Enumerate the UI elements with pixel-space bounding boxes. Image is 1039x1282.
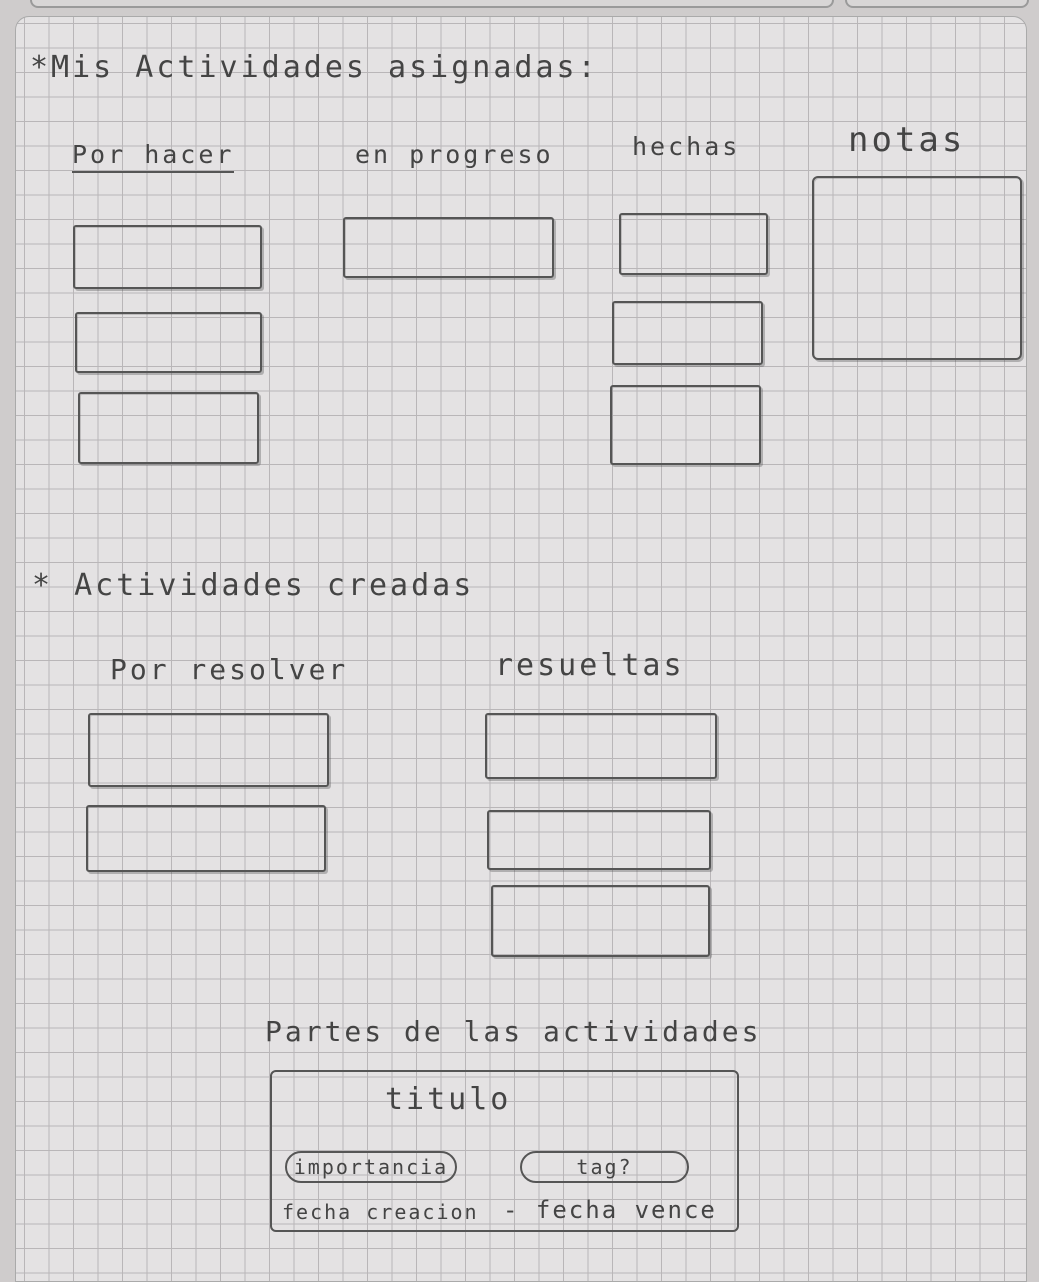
notes-label: notas bbox=[848, 120, 966, 160]
done-activity-card[interactable] bbox=[619, 213, 768, 275]
in-progress-activity-card[interactable] bbox=[343, 217, 554, 278]
resolved-activity-card[interactable] bbox=[491, 885, 710, 957]
done-activity-card[interactable] bbox=[610, 385, 761, 465]
due-date-label: - fecha vence bbox=[503, 1196, 717, 1224]
tab-resueltas[interactable]: resueltas bbox=[495, 648, 685, 683]
parts-section-title: Partes de las actividades bbox=[265, 1015, 762, 1048]
tag-badge: tag? bbox=[520, 1151, 689, 1183]
todo-activity-card[interactable] bbox=[73, 225, 262, 289]
notebook-edge bbox=[845, 0, 1029, 8]
tab-en-progreso[interactable]: en progreso bbox=[355, 140, 554, 169]
notes-panel[interactable] bbox=[812, 176, 1022, 360]
tab-por-hacer[interactable]: Por hacer bbox=[72, 140, 235, 173]
importance-badge: importancia bbox=[285, 1151, 457, 1183]
resolved-activity-card[interactable] bbox=[487, 810, 711, 870]
activity-card-anatomy bbox=[270, 1070, 739, 1232]
notebook-edge bbox=[30, 0, 834, 8]
todo-activity-card[interactable] bbox=[78, 392, 259, 464]
resolved-activity-card[interactable] bbox=[485, 713, 717, 779]
created-section-title: * Actividades creadas bbox=[32, 568, 475, 603]
creation-date-label: fecha creacion bbox=[282, 1200, 479, 1224]
done-activity-card[interactable] bbox=[612, 301, 763, 365]
assigned-section-title: *Mis Actividades asignadas: bbox=[30, 50, 599, 85]
card-title-label: titulo bbox=[385, 1082, 512, 1117]
tab-hechas[interactable]: hechas bbox=[632, 132, 741, 161]
grid-paper-page bbox=[15, 16, 1027, 1282]
pending-activity-card[interactable] bbox=[88, 713, 329, 787]
tab-por-resolver[interactable]: Por resolver bbox=[110, 653, 349, 686]
todo-activity-card[interactable] bbox=[75, 312, 262, 373]
pending-activity-card[interactable] bbox=[86, 805, 326, 872]
